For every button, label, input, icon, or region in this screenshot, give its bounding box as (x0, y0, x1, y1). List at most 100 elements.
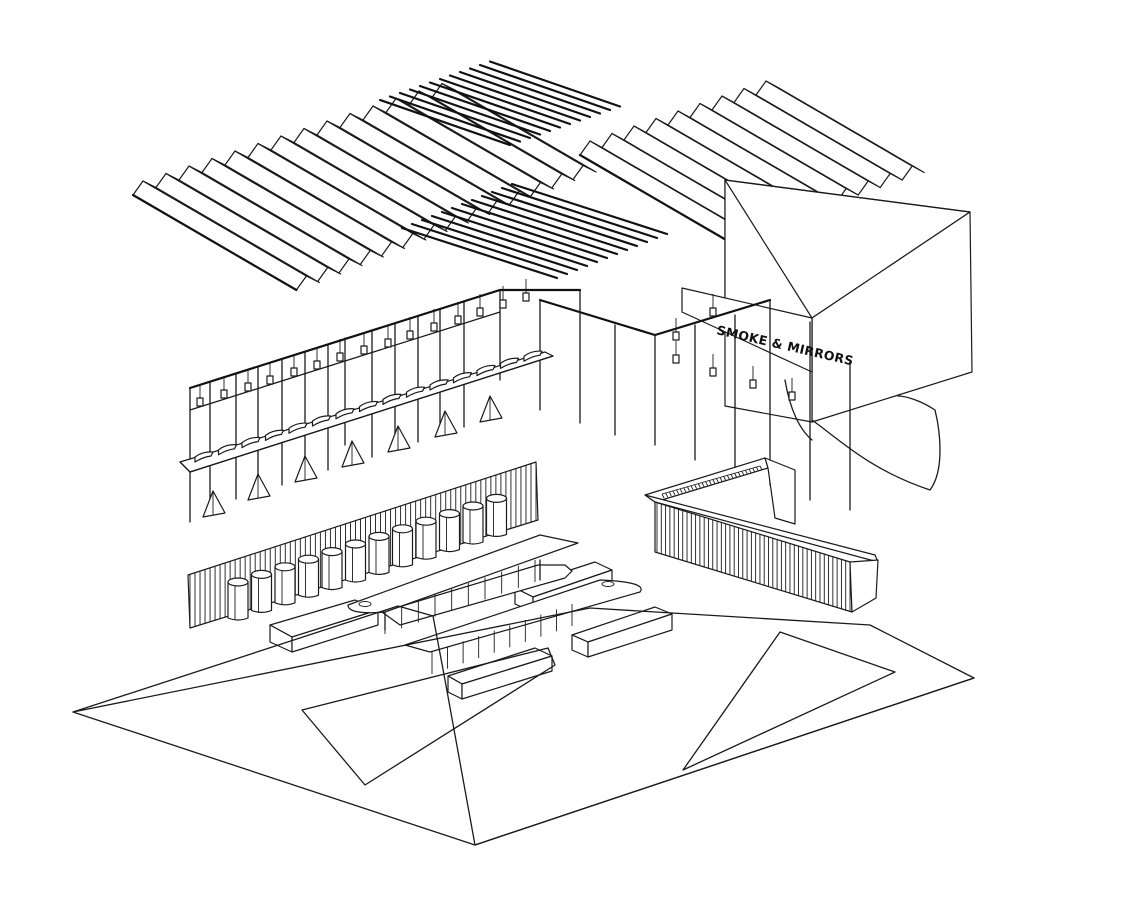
triangle-base (341, 440, 365, 468)
roof-folded-panels-left (131, 82, 597, 292)
pendant-lamp (709, 367, 717, 377)
roof-slat (410, 222, 569, 276)
enclosure-volume (724, 179, 973, 491)
roof-slats (378, 60, 669, 280)
stools-row (227, 493, 508, 621)
shelf-seat (194, 451, 214, 463)
stool (415, 520, 437, 560)
bar-back-tick (701, 482, 705, 487)
bar-back-tick (723, 476, 727, 481)
bar-back-tick (719, 477, 723, 482)
shelf-seat (217, 444, 238, 456)
bar-counter-pleats (656, 465, 851, 612)
shelf-seat (288, 422, 308, 434)
pendant-lamp (522, 292, 530, 302)
roof-slat (418, 84, 552, 133)
roof-slat (458, 70, 592, 119)
stool-seat (344, 539, 367, 549)
bar-back-tick (679, 488, 683, 494)
shelf-seat (335, 408, 355, 420)
shelf-seat (358, 400, 379, 413)
pendant-lamp (499, 299, 507, 309)
stool (391, 528, 414, 568)
roof-slat (400, 226, 559, 280)
shelf-seat (311, 415, 332, 427)
roof-slat (478, 63, 612, 112)
stool-seat (438, 508, 461, 519)
stool-seat (250, 569, 273, 580)
roof-slat (500, 186, 659, 240)
pendant-lamp (788, 391, 796, 401)
bar-back-tick (697, 483, 701, 488)
floor-plate (72, 605, 975, 846)
bar-back-tick (690, 485, 694, 490)
bar-back-tick (683, 487, 687, 492)
bar-back-tick (716, 478, 719, 483)
stool-seat (274, 562, 296, 572)
bar-back-tick (755, 466, 759, 472)
roof-slat (388, 95, 522, 143)
pendant-lamps (196, 279, 796, 407)
roof-edge (578, 153, 728, 242)
roof-slat (510, 182, 669, 236)
roof-slat (378, 98, 512, 147)
roof-slat (430, 214, 589, 268)
pendant-lamp (220, 389, 228, 399)
stool-seat (321, 546, 343, 557)
pendant-lamp (672, 354, 680, 364)
stool-seat (415, 516, 437, 526)
high-shelf-counter (179, 350, 554, 473)
stool (368, 535, 390, 575)
roof-slat (490, 190, 649, 244)
bar-back-tick (687, 486, 690, 491)
bar-back-tick (676, 489, 679, 495)
triangle-base (387, 425, 411, 453)
pendant-lamp (430, 322, 438, 332)
pendant-lamp (196, 397, 204, 407)
triangle-base (247, 473, 271, 501)
stool-seat (462, 501, 484, 511)
pendant-lamp (672, 331, 680, 341)
stool-seat (485, 493, 508, 503)
roof-slat (440, 210, 599, 264)
roof-slat (428, 81, 562, 129)
stool-seat (227, 577, 249, 587)
pendant-lamp (709, 307, 717, 317)
bar-back-tick (759, 465, 763, 471)
roof-slat (470, 198, 629, 252)
pendant-lamp (266, 375, 274, 385)
bar-back-tick (661, 493, 665, 499)
bar-back-tick (694, 484, 698, 489)
bar-back-tick (748, 468, 752, 474)
bar-back-tick (668, 491, 672, 497)
bar-back-tick (741, 470, 745, 476)
shelf-seat (429, 379, 449, 391)
shelf-seat (405, 386, 426, 398)
stool-seat (391, 524, 414, 534)
shelf-seat (452, 372, 473, 384)
stool-seat (368, 531, 390, 542)
pendant-lamp (290, 367, 298, 377)
shelf-seat (241, 436, 261, 449)
roof-slat (420, 218, 579, 272)
bar-back-tick (726, 475, 730, 480)
stool (438, 513, 461, 553)
bar-back-tick (665, 492, 669, 498)
shelf-seat (523, 350, 543, 362)
pendant-lamp (384, 338, 392, 348)
steel-frame-structure (188, 288, 851, 523)
pendant-lamp (406, 330, 414, 340)
roof-slat (468, 67, 602, 115)
bar-back-tick (708, 480, 712, 485)
triangular-leg-bases (202, 395, 503, 518)
shelf-seat (476, 364, 496, 377)
pendant-lamp (749, 379, 757, 389)
shelf-seat (382, 393, 402, 405)
bar-back-tick (745, 469, 748, 475)
pendant-lamp (360, 345, 368, 355)
roof-slat (408, 88, 542, 136)
stool (274, 566, 296, 606)
bar-back-tick (712, 479, 716, 484)
roof-panel (765, 80, 925, 174)
